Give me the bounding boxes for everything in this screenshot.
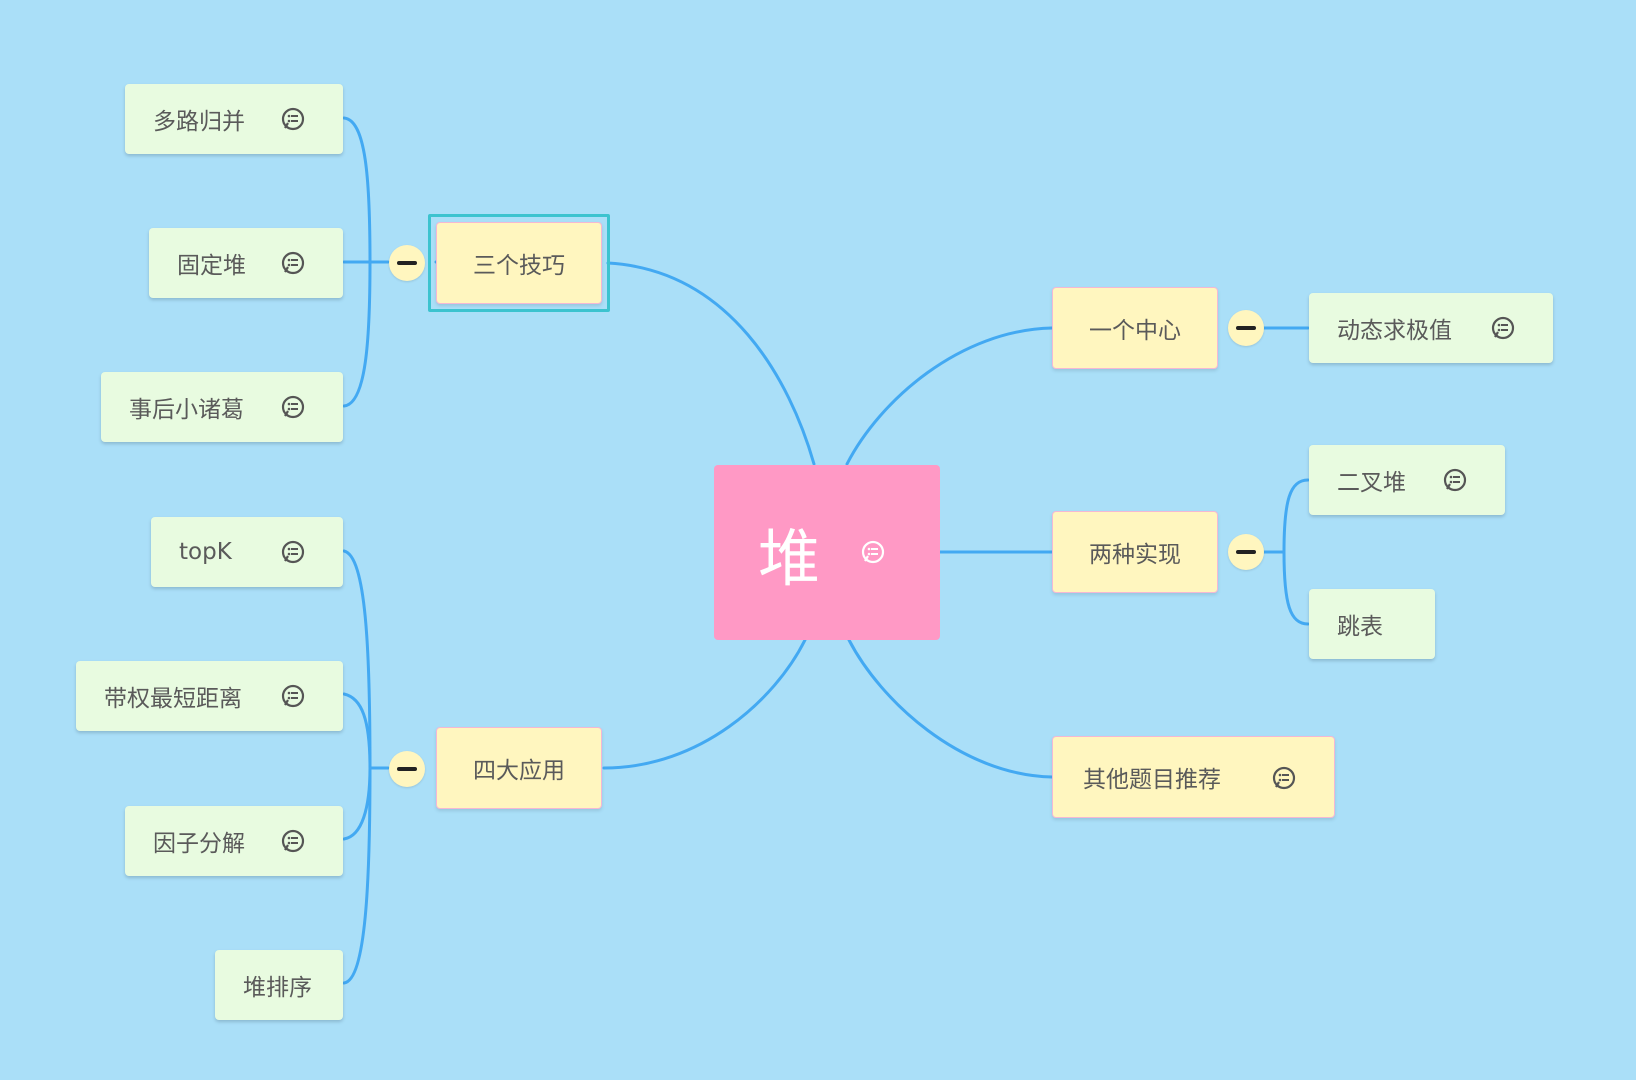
comment-icon[interactable] [280, 828, 306, 854]
comment-icon[interactable] [280, 539, 306, 565]
branch-techniques[interactable]: 三个技巧 [436, 222, 602, 304]
branch-applications-label: 四大应用 [473, 758, 565, 784]
collapse-techniques-button[interactable] [389, 245, 425, 281]
leaf-fixed-heap[interactable]: 固定堆 [149, 228, 343, 298]
branch-center-label: 一个中心 [1089, 318, 1181, 344]
link-implementations-leaf-2 [1282, 550, 1310, 626]
comment-icon[interactable] [1442, 467, 1468, 493]
leaf-binary-heap[interactable]: 二叉堆 [1309, 445, 1505, 515]
branch-center[interactable]: 一个中心 [1052, 287, 1218, 369]
link-applications-leaf-1 [342, 549, 372, 770]
leaf-weighted-shortest-path[interactable]: 带权最短距离 [76, 661, 343, 731]
link-root-others [847, 638, 1054, 779]
branch-implementations-label: 两种实现 [1089, 542, 1181, 568]
leaf-hindsight[interactable]: 事后小诸葛 [101, 372, 343, 442]
collapse-implementations-button[interactable] [1228, 534, 1264, 570]
collapse-applications-button[interactable] [389, 751, 425, 787]
link-applications-leaf-2 [342, 692, 372, 770]
leaf-label: 带权最短距离 [104, 686, 242, 712]
root-label: 堆 [758, 521, 821, 595]
leaf-label: 固定堆 [177, 253, 246, 279]
comment-icon[interactable] [860, 539, 886, 565]
comment-icon[interactable] [280, 250, 306, 276]
collapse-center-button[interactable] [1228, 310, 1264, 346]
link-root-applications [602, 638, 807, 770]
root-node-heap[interactable]: 堆 [714, 465, 940, 640]
leaf-label: 动态求极值 [1337, 318, 1452, 344]
branch-implementations[interactable]: 两种实现 [1052, 511, 1218, 593]
comment-icon[interactable] [280, 683, 306, 709]
selection-frame [428, 214, 610, 312]
leaf-label: topK [179, 539, 232, 565]
comment-icon[interactable] [280, 106, 306, 132]
leaf-label: 因子分解 [153, 831, 245, 857]
branch-others-label: 其他题目推荐 [1083, 767, 1221, 793]
leaf-factorization[interactable]: 因子分解 [125, 806, 343, 876]
comment-icon[interactable] [1271, 765, 1297, 791]
link-root-center [845, 326, 1054, 466]
link-techniques-leaf-1 [342, 116, 372, 264]
branch-other-recommendations[interactable]: 其他题目推荐 [1052, 736, 1335, 818]
leaf-multiway-merge[interactable]: 多路归并 [125, 84, 343, 154]
leaf-label: 多路归并 [153, 109, 245, 135]
comment-icon[interactable] [1490, 315, 1516, 341]
link-techniques-leaf-3 [342, 260, 372, 408]
leaf-heap-sort[interactable]: 堆排序 [215, 950, 343, 1020]
leaf-label: 二叉堆 [1337, 470, 1406, 496]
leaf-label: 跳表 [1337, 614, 1383, 640]
comment-icon[interactable] [280, 394, 306, 420]
leaf-skip-list[interactable]: 跳表 [1309, 589, 1435, 659]
leaf-label: 事后小诸葛 [129, 397, 244, 423]
link-applications-leaf-4 [342, 766, 372, 985]
link-applications-leaf-3 [342, 766, 372, 841]
leaf-topk[interactable]: topK [151, 517, 343, 587]
branch-techniques-label: 三个技巧 [473, 253, 565, 279]
leaf-dynamic-extremum[interactable]: 动态求极值 [1309, 293, 1553, 363]
link-root-techniques [606, 261, 816, 466]
leaf-label: 堆排序 [243, 975, 312, 1001]
branch-applications[interactable]: 四大应用 [436, 727, 602, 809]
link-implementations-leaf-1 [1282, 478, 1310, 554]
